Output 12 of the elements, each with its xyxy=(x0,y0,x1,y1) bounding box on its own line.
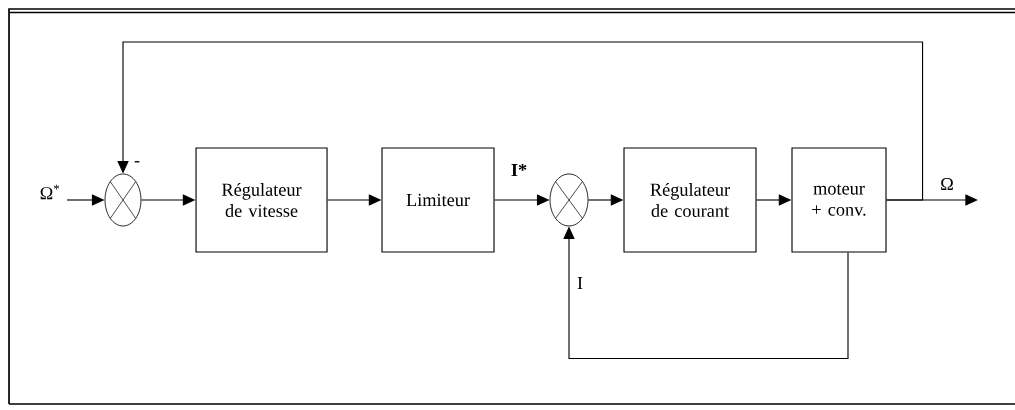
edge-label: Ω xyxy=(938,176,956,192)
arrow xyxy=(117,41,924,201)
block-box: moteur + conv. xyxy=(791,147,887,253)
block-box: Régulateur de courant xyxy=(623,147,757,253)
block-box: Limiteur xyxy=(381,147,495,253)
block-box: Régulateur de vitesse xyxy=(195,147,328,253)
edge-label: I xyxy=(577,277,583,289)
edge-label: I* xyxy=(509,162,529,178)
summing-junction xyxy=(104,173,142,227)
summing-junction xyxy=(549,173,589,227)
edge-label: Ω$^{*}$ xyxy=(40,184,60,200)
edge-label: - xyxy=(134,161,140,163)
